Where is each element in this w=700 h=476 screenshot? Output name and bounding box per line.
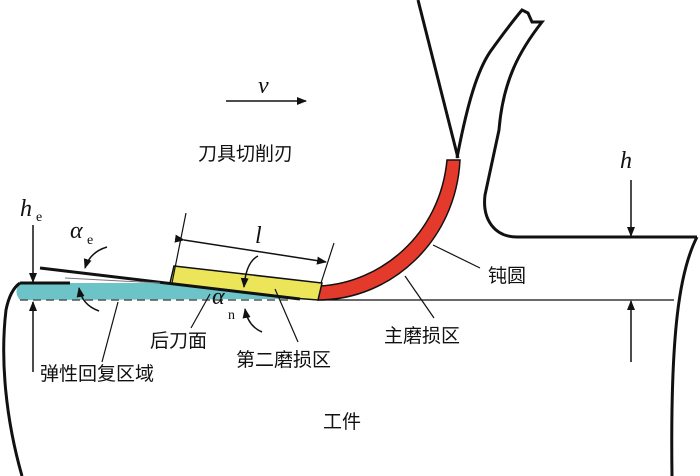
wear-length-ext-right (320, 242, 335, 284)
flank-face-label: 后刀面 (150, 330, 207, 352)
second-wear-leader (274, 288, 299, 343)
elastic-recovery-zone-label: 弹性回复区域 (40, 363, 154, 385)
wear-length-label: l (255, 223, 262, 249)
blunt-round-leader (432, 244, 481, 269)
workpiece-label: 工件 (323, 411, 361, 433)
chip-outline (455, 8, 697, 239)
blunt-round-label: 钝圆 (488, 265, 526, 287)
main-wear-zone-label: 主磨损区 (384, 325, 460, 347)
elastic-recovery-zone (16, 283, 292, 300)
recovered-surface-line (64, 277, 161, 284)
elastic-zone-leader (101, 301, 119, 363)
tool-rake-face (416, 0, 460, 159)
wear-length-arrow (174, 234, 327, 265)
elastic-height-label: h (20, 196, 32, 222)
workpiece-left-edge (2, 281, 70, 476)
alpha-e-subscript: e (87, 233, 93, 248)
alpha-n-label: α (212, 284, 225, 310)
flank-face-leader (190, 293, 211, 329)
alpha-n-arc-arrow (242, 308, 263, 333)
tool-edge-label: 刀具切削刃 (198, 143, 293, 165)
alpha-n-subscript: n (228, 308, 235, 323)
second-wear-zone-label: 第二磨损区 (236, 349, 331, 371)
elastic-height-subscript: e (36, 210, 42, 225)
workpiece-right-edge (670, 236, 699, 476)
main-wear-leader (404, 275, 435, 319)
chip-thickness-label: h (620, 148, 632, 174)
main-wear-zone (317, 159, 461, 301)
tool-flank-line (39, 266, 301, 301)
flank-angle-arc-arrow (240, 255, 259, 288)
alpha-e-arc-arrow-top (83, 246, 108, 269)
alpha-e-label: α (70, 218, 83, 244)
alpha-e-arc-arrow-bottom (76, 287, 100, 312)
velocity-label: v (258, 73, 269, 99)
